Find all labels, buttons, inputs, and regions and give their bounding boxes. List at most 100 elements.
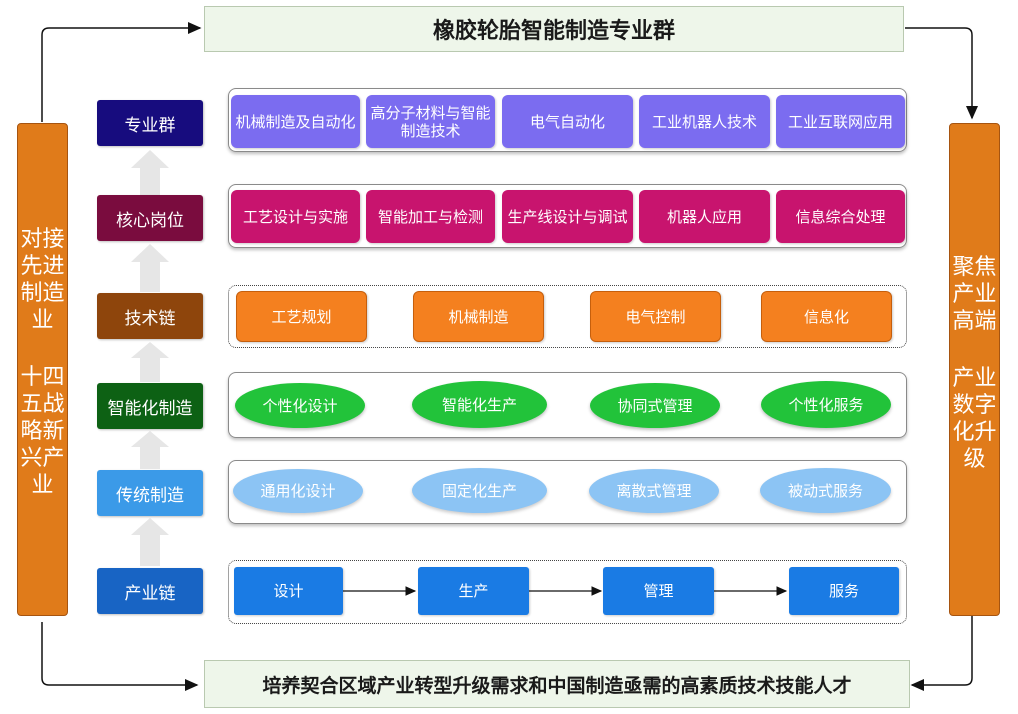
level-smart-mfg: 智能化制造 [97,383,203,429]
level-label: 专业群 [124,115,176,136]
tech-item-label: 机械制造 [448,307,509,326]
tech-item-label: 工艺规划 [271,307,332,326]
right-top-arrow [905,27,978,120]
row-major-group [228,88,907,152]
post-item: 信息综合处理 [776,190,905,243]
tech-item-label: 电气控制 [625,307,686,326]
tech-item: 工艺规划 [236,291,367,342]
traditional-item-label: 被动式服务 [787,481,863,500]
left-side-bar: 对接 先进 制造 业 十四 五战 略新 兴产 业 [17,123,68,616]
post-item-label: 生产线设计与调试 [507,207,628,226]
smart-item-label: 智能化生产 [441,395,517,414]
chain-item: 管理 [603,567,714,615]
left-side-text: 略新 [20,419,65,444]
post-item: 机器人应用 [639,190,770,243]
chain-item-label: 服务 [828,582,859,600]
post-item: 工艺设计与实施 [231,190,360,243]
right-side-text: 产业 [952,366,997,391]
row-industry-chain [228,560,907,624]
right-bottom-arrow [910,616,973,691]
chain-item: 生产 [418,567,529,615]
level-tech-chain: 技术链 [97,293,203,339]
left-side-text: 兴产 [20,446,65,471]
major-item: 工业机器人技术 [639,95,770,148]
traditional-item: 固定化生产 [412,468,547,513]
smart-item: 智能化生产 [412,381,547,428]
right-side-text: 级 [963,447,986,472]
major-item-label: 工业互联网应用 [787,112,893,131]
major-item-label: 高分子材料与智能制造技术 [370,103,491,140]
major-item-label: 机械制造及自动化 [235,112,356,131]
traditional-item-label: 固定化生产 [441,481,517,500]
right-side-text: 化升 [952,420,997,445]
level-label: 核心岗位 [116,210,184,231]
up-arrow-4 [131,244,169,292]
smart-item-label: 协同式管理 [617,396,693,415]
level-label: 技术链 [124,308,176,329]
left-side-text: 业 [31,308,54,333]
major-item: 工业互联网应用 [776,95,905,148]
smart-item-label: 个性化设计 [262,396,338,415]
left-side-text: 先进 [20,254,65,279]
bottom-text: 培养契合区域产业转型升级需求和中国制造亟需的高素质技术技能人才 [262,674,852,697]
post-item-label: 机器人应用 [666,207,742,226]
row-core-posts [228,184,907,248]
smart-item: 个性化设计 [235,383,365,428]
post-item-label: 工艺设计与实施 [242,207,348,226]
major-item-label: 电气自动化 [529,112,605,131]
up-arrow-2 [131,431,169,469]
left-side-text: 对接 [20,227,65,252]
up-arrow-1 [131,518,169,566]
level-label: 产业链 [124,583,176,604]
up-arrow-3 [131,342,169,382]
traditional-item-label: 离散式管理 [616,482,692,500]
row-traditional-mfg [228,460,907,524]
tech-item: 机械制造 [413,291,544,342]
tech-item: 电气控制 [590,291,721,342]
left-bottom-arrow [41,622,199,691]
major-item: 机械制造及自动化 [231,95,360,148]
title-text: 橡胶轮胎智能制造专业群 [432,19,675,44]
traditional-item: 离散式管理 [589,469,719,513]
post-item: 生产线设计与调试 [502,190,633,243]
post-item: 智能加工与检测 [366,190,495,243]
major-item: 电气自动化 [502,95,633,148]
tech-item: 信息化 [761,291,892,342]
level-label: 传统制造 [116,485,184,506]
chain-item: 设计 [234,567,343,615]
chain-item-label: 生产 [458,582,489,600]
row-smart-mfg [228,372,907,438]
major-item: 高分子材料与智能制造技术 [366,95,495,148]
level-major-group: 专业群 [97,100,203,146]
left-side-text: 五战 [20,392,65,417]
right-side-text: 数字 [952,393,997,418]
level-up-arrows [131,150,169,566]
left-side-text: 制造 [20,281,65,306]
traditional-item-label: 通用化设计 [260,482,336,500]
level-label: 智能化制造 [107,398,193,419]
right-side-text: 高端 [952,309,997,334]
row-tech-chain [228,285,907,348]
level-traditional-mfg: 传统制造 [97,470,203,516]
right-side-bar: 聚焦 产业 高端 产业 数字 化升 级 [949,123,1000,616]
level-core-posts: 核心岗位 [97,195,203,241]
bottom-banner: 培养契合区域产业转型升级需求和中国制造亟需的高素质技术技能人才 [204,660,910,708]
chain-item-label: 管理 [643,582,674,600]
right-side-text: 产业 [952,282,997,307]
left-side-text: 十四 [20,365,65,390]
left-top-arrow [41,22,202,122]
tech-item-label: 信息化 [803,307,849,326]
title-banner: 橡胶轮胎智能制造专业群 [204,6,904,52]
traditional-item: 通用化设计 [233,469,363,513]
traditional-item: 被动式服务 [760,468,891,513]
up-arrow-5 [131,150,169,195]
chain-item: 服务 [789,567,899,615]
post-item-label: 信息综合处理 [795,207,886,226]
smart-item: 个性化服务 [761,381,891,428]
chain-item-label: 设计 [273,582,304,600]
left-side-text: 业 [31,473,54,498]
smart-item-label: 个性化服务 [788,395,864,414]
right-side-text: 聚焦 [952,255,997,280]
smart-item: 协同式管理 [590,383,720,428]
